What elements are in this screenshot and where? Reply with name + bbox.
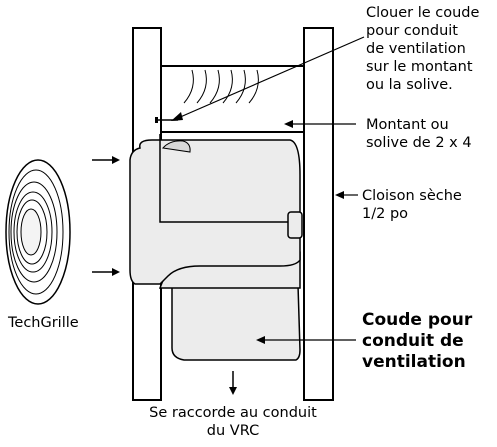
- duct-elbow-lower: [171, 284, 301, 361]
- elbow-inner-line: [159, 134, 288, 223]
- label-duct-elbow: Coude pour conduit de ventilation: [362, 310, 473, 372]
- label-stud-joist: Montant ou solive de 2 x 4: [366, 117, 472, 151]
- right-drywall-panel: [303, 27, 334, 401]
- stud-hatching: [183, 69, 259, 104]
- label-techgrille: TechGrille: [8, 315, 79, 331]
- label-connects-to-duct: Se raccorde au conduit du VRC: [149, 405, 317, 439]
- label-elbow-fastening: Clouer le coude pour conduit de ventilat…: [366, 5, 480, 93]
- arrows: [92, 36, 365, 395]
- elbow-top-tab: [162, 140, 191, 153]
- elbow-side-tab: [287, 211, 303, 239]
- duct-elbow-upper: [129, 139, 301, 285]
- label-drywall: Cloison sèche 1/2 po: [362, 188, 462, 222]
- techgrille-illustration: [5, 159, 71, 305]
